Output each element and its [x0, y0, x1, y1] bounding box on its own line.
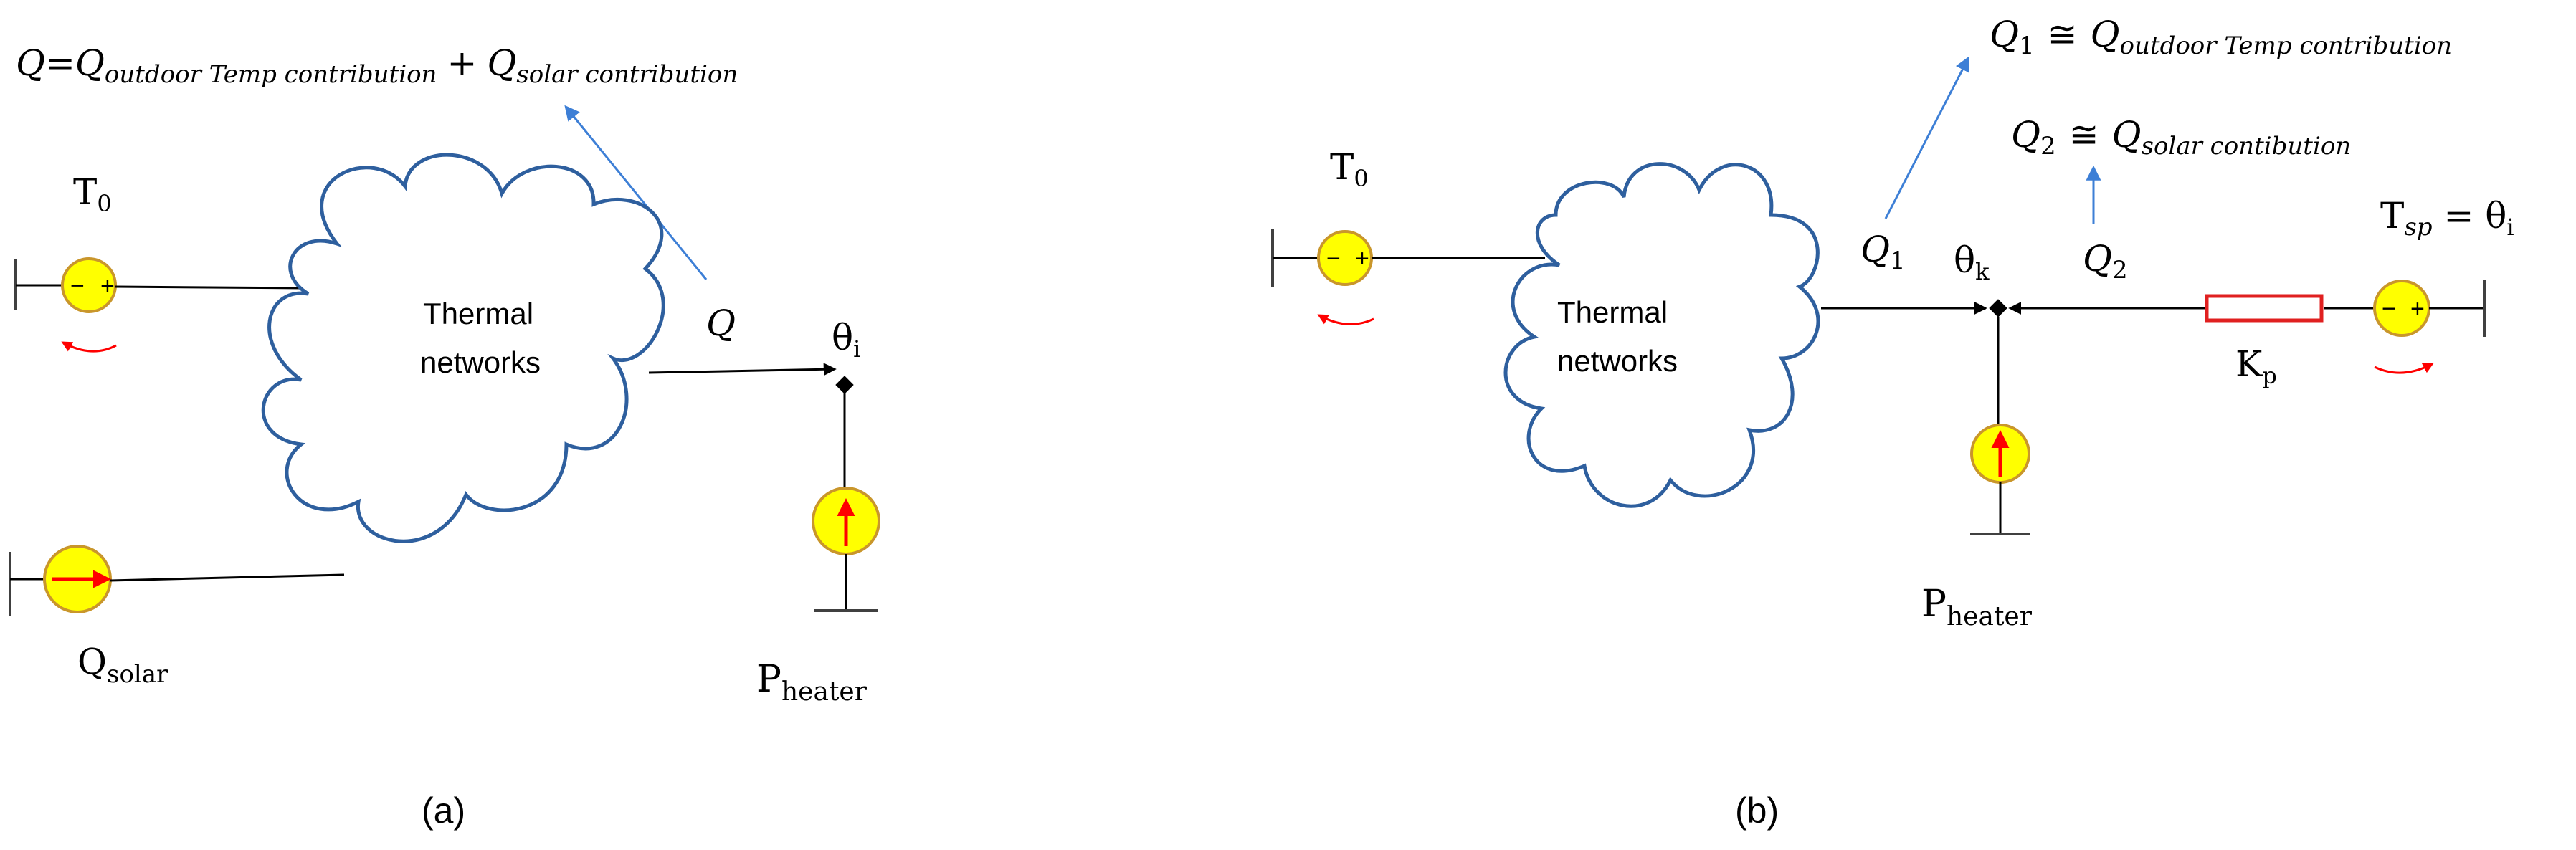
b-cloud-label-line1: Thermal — [1557, 295, 1668, 329]
caption-a: (a) — [422, 791, 465, 831]
qsolar-to-network-wire — [110, 573, 345, 582]
thermal-network-cloud — [261, 153, 665, 543]
q1-label: Q1 — [1860, 229, 1906, 275]
qsolar-label: Qsolar — [77, 641, 168, 689]
cloud-label-line1: Thermal — [423, 297, 533, 330]
tsp-label: Tsp = θi — [2380, 195, 2514, 242]
p-heater-label: Pheater — [756, 658, 868, 707]
theta-i-node — [835, 376, 854, 394]
q1-equation: Q1≅Qoutdoor Temp contribution — [1990, 14, 2452, 60]
panel-a-equation: Q=Qoutdoor Temp contribution+Qsolar cont… — [16, 42, 738, 89]
t0-rotation-arrow — [61, 341, 117, 353]
kp-resistor — [2205, 294, 2324, 323]
caption-b: (b) — [1735, 791, 1779, 831]
theta-i-label: θi — [832, 317, 860, 363]
t0-voltage-source — [61, 257, 117, 313]
theta-k-label: θk — [1954, 239, 1990, 285]
panel-a: Q=Qoutdoor Temp contribution+Qsolar cont… — [9, 42, 880, 831]
b-p-heater-label: Pheater — [1921, 583, 2033, 631]
b-thermal-network-cloud — [1503, 162, 1820, 508]
t0-minus-sign: − — [70, 272, 85, 300]
t0-plus-sign: + — [100, 272, 115, 300]
tsp-rotation-arrow — [2374, 363, 2434, 374]
b-t0-minus-sign: − — [1326, 245, 1341, 272]
b-t0-plus-sign: + — [1355, 245, 1369, 272]
q-to-equation-arrow — [564, 105, 708, 280]
theta-k-node — [1989, 299, 2007, 317]
cloud-label-line2: networks — [420, 345, 541, 379]
kp-label: Kp — [2235, 343, 2277, 389]
panel-b: Q1≅Qoutdoor Temp contribution Q2≅Qsolar … — [1271, 14, 2514, 831]
q-label: Q — [706, 302, 736, 344]
network-to-theta-wire — [648, 363, 837, 376]
q2-label: Q2 — [2083, 238, 2128, 285]
b-t0-rotation-arrow — [1317, 314, 1374, 325]
t0-to-network-wire — [115, 285, 305, 290]
q2-equation: Q2≅Qsolar contibution — [2011, 114, 2351, 161]
t0-label: T0 — [73, 171, 112, 217]
b-cloud-label-line2: networks — [1557, 344, 1678, 378]
b-t0-label: T0 — [1330, 146, 1369, 192]
tsp-plus-sign: + — [2410, 295, 2425, 323]
q1-to-equation-arrow — [1884, 56, 1969, 219]
tsp-minus-sign: − — [2382, 295, 2396, 323]
